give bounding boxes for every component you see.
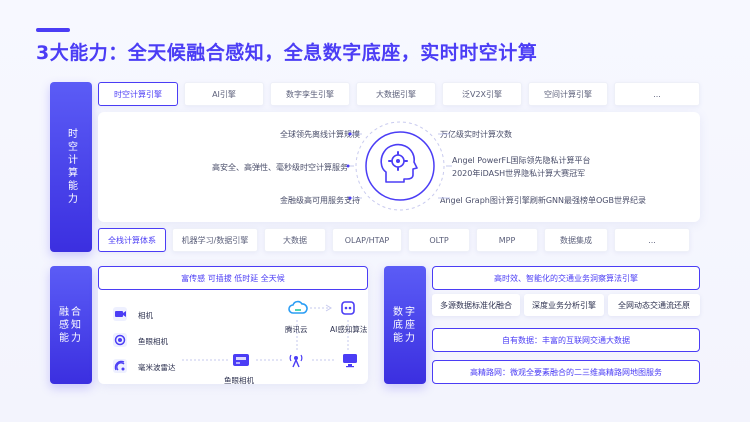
stack-tab-6[interactable]: 数据集成 <box>544 228 608 252</box>
engine-tab-3[interactable]: 大数据引擎 <box>356 82 436 106</box>
signal-tower-icon <box>288 352 304 368</box>
brain-gear-icon <box>355 121 445 211</box>
chip-traffic-restore: 全网动态交通流还原 <box>608 294 700 316</box>
stack-tab-3[interactable]: OLAP/HTAP <box>332 228 402 252</box>
feature-offline-scale: 全球领先离线计算规模 <box>280 130 360 139</box>
stack-tab-2[interactable]: 大数据 <box>264 228 326 252</box>
radar-icon <box>112 358 128 374</box>
fusion-flow-lines <box>182 304 349 361</box>
feature-trillion-compute: 万亿级实时计算次数 <box>440 130 512 139</box>
cloud-label: 腾讯云 <box>285 325 308 334</box>
device-label-radar: 毫米波雷达 <box>138 363 176 372</box>
monitor-icon <box>342 352 358 368</box>
feature-powerfl: Angel PowerFL国际领先隐私计算平台 <box>452 156 591 165</box>
insight-engine-headline: 高时效、智能化的交通业务洞察算法引擎 <box>432 266 700 290</box>
stack-tab-7[interactable]: ... <box>614 228 690 252</box>
cloud-icon <box>288 300 308 316</box>
engine-tab-2[interactable]: 数字孪生引擎 <box>270 82 350 106</box>
chip-data-fusion: 多源数据标准化融合 <box>432 294 520 316</box>
engine-tab-1[interactable]: AI引擎 <box>184 82 264 106</box>
edge-device-label: 鱼眼相机 <box>224 376 254 385</box>
feature-angel-graph: Angel Graph图计算引擎刷新GNN最强榜单OGB世界纪录 <box>440 196 646 205</box>
engine-tab-4[interactable]: 泛V2X引擎 <box>442 82 522 106</box>
stack-tab-0[interactable]: 全栈计算体系 <box>98 228 166 252</box>
device-label-fisheye: 鱼眼相机 <box>138 337 168 346</box>
page-title: 3大能力：全天候融合感知，全息数字底座，实时时空计算 <box>36 42 538 64</box>
stack-tab-1[interactable]: 机器学习/数据引擎 <box>172 228 258 252</box>
title-accent-bar <box>36 28 70 32</box>
fusion-headline: 富传感 可插拔 低时延 全天候 <box>98 266 368 290</box>
stack-tab-4[interactable]: OLTP <box>408 228 470 252</box>
ai-chip-icon <box>340 300 356 316</box>
engine-tab-5[interactable]: 空间计算引擎 <box>528 82 608 106</box>
spacetime-side-label: 时空计算能力 <box>50 82 92 252</box>
device-label-camera: 相机 <box>138 311 153 320</box>
chip-analysis-engine: 深度业务分析引擎 <box>524 294 604 316</box>
digital-base-side-label: 数字 底座 能力 <box>384 266 426 384</box>
edge-box-icon <box>232 352 250 368</box>
hd-map-box: 高精路网：微观全要素融合的二三维高精路网地图服务 <box>432 360 700 384</box>
ai-label: AI感知算法 <box>330 325 368 334</box>
engine-tab-0[interactable]: 时空计算引擎 <box>98 82 178 106</box>
fusion-side-label: 融合 感知 能力 <box>50 266 92 384</box>
fisheye-camera-icon <box>112 332 128 348</box>
engine-tab-6[interactable]: ... <box>614 82 700 106</box>
feature-ms-service: 高安全、高弹性、毫秒级时空计算服务 <box>212 163 348 172</box>
stack-tab-5[interactable]: MPP <box>476 228 538 252</box>
feature-high-availability: 金融级高可用服务支持 <box>280 196 360 205</box>
feature-idash: 2020年iDASH世界隐私计算大赛冠军 <box>452 169 586 178</box>
camera-icon <box>112 306 128 322</box>
own-data-box: 自有数据：丰富的互联网交通大数据 <box>432 328 700 352</box>
capability-connectors <box>346 132 452 200</box>
